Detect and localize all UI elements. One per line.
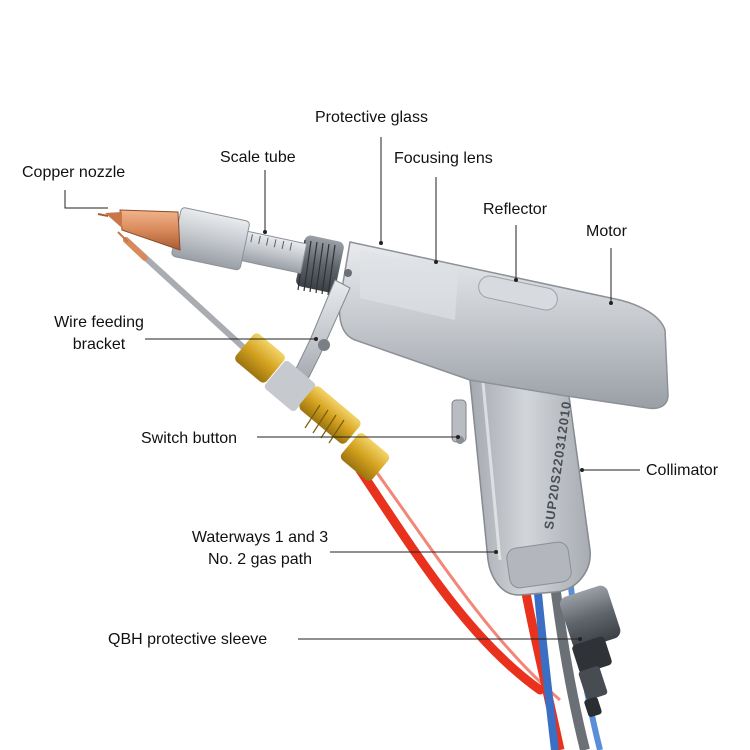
label-waterways: Waterways 1 and 3 No. 2 gas path bbox=[175, 527, 345, 571]
label-copper-nozzle: Copper nozzle bbox=[22, 164, 126, 181]
label-waterways-line1: Waterways 1 and 3 bbox=[191, 529, 329, 546]
label-wire-feeding-line2: bracket bbox=[72, 336, 126, 353]
red-hose bbox=[355, 465, 545, 695]
label-motor: Motor bbox=[586, 223, 627, 240]
label-wire-feeding-bracket: Wire feeding bracket bbox=[40, 312, 158, 356]
qbh-sleeve bbox=[559, 585, 621, 717]
label-scale-tube: Scale tube bbox=[220, 149, 296, 166]
label-protective-glass: Protective glass bbox=[315, 109, 428, 126]
leader-dots bbox=[263, 230, 613, 641]
scale-tube bbox=[171, 207, 308, 274]
label-switch-button: Switch button bbox=[141, 430, 238, 447]
label-collimator: Collimator bbox=[646, 462, 719, 479]
focus-ring bbox=[296, 235, 344, 296]
gun-body bbox=[338, 241, 669, 410]
leader-copper-nozzle bbox=[64, 190, 108, 209]
label-reflector: Reflector bbox=[483, 201, 548, 218]
label-waterways-line2: No. 2 gas path bbox=[207, 551, 313, 568]
label-wire-feeding-line1: Wire feeding bbox=[54, 314, 144, 331]
label-focusing-lens: Focusing lens bbox=[394, 150, 493, 167]
copper-nozzle bbox=[97, 209, 181, 251]
wire-feed-rod bbox=[117, 231, 258, 361]
brass-connector bbox=[235, 333, 390, 481]
label-qbh-sleeve: QBH protective sleeve bbox=[108, 631, 268, 648]
red-hose bbox=[373, 469, 561, 702]
leader-lines bbox=[64, 137, 640, 640]
